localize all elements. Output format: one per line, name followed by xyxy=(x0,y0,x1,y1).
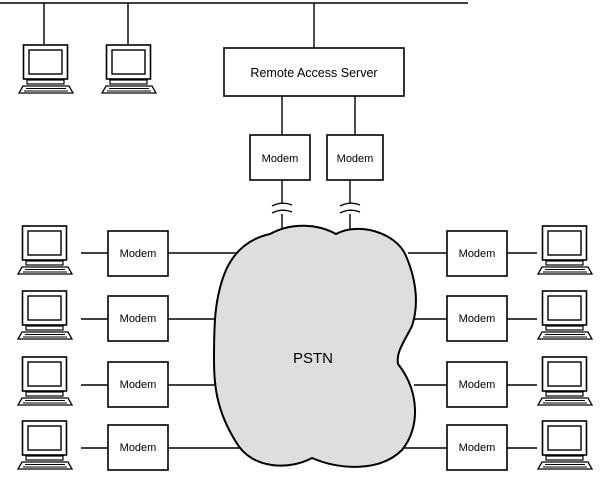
left-modem-2-box xyxy=(107,295,169,342)
server-modem-1-box xyxy=(249,134,311,181)
left-computer-1-icon xyxy=(17,225,73,275)
right-modem-1-box xyxy=(446,230,508,277)
left-modem-3-box xyxy=(107,361,169,408)
right-modem-2-label: Modem xyxy=(459,313,496,325)
right-modem-1-label: Modem xyxy=(459,248,496,260)
right-computer-4-icon xyxy=(537,420,593,470)
server-modem-2-box xyxy=(326,134,384,181)
right-modem-3-label: Modem xyxy=(459,379,496,391)
lan-computer-1-icon xyxy=(18,44,74,94)
right-modem-4-label: Modem xyxy=(459,442,496,454)
remote-access-server-label: Remote Access Server xyxy=(250,66,377,80)
right-computer-2-icon xyxy=(537,290,593,340)
left-computer-4-icon xyxy=(17,420,73,470)
left-modem-3-label: Modem xyxy=(120,379,157,391)
right-modem-3-box xyxy=(446,361,508,408)
right-modem-4-box xyxy=(446,424,508,471)
remote-access-server-box xyxy=(223,47,405,97)
right-modem-2-box xyxy=(446,295,508,342)
right-computer-3-icon xyxy=(537,356,593,406)
line-break-1-icon xyxy=(271,202,293,214)
line-break-2-icon xyxy=(339,202,361,214)
pstn-cloud xyxy=(212,224,417,468)
pstn-label: PSTN xyxy=(293,350,333,367)
left-computer-3-icon xyxy=(17,356,73,406)
server-modem-1-label: Modem xyxy=(262,153,299,165)
server-modem-2-label: Modem xyxy=(337,153,374,165)
left-modem-1-label: Modem xyxy=(120,248,157,260)
right-computer-1-icon xyxy=(537,225,593,275)
left-computer-2-icon xyxy=(17,290,73,340)
left-modem-4-label: Modem xyxy=(120,442,157,454)
lan-computer-2-icon xyxy=(101,44,157,94)
left-modem-4-box xyxy=(107,424,169,471)
left-modem-1-box xyxy=(107,230,169,277)
left-modem-2-label: Modem xyxy=(120,313,157,325)
